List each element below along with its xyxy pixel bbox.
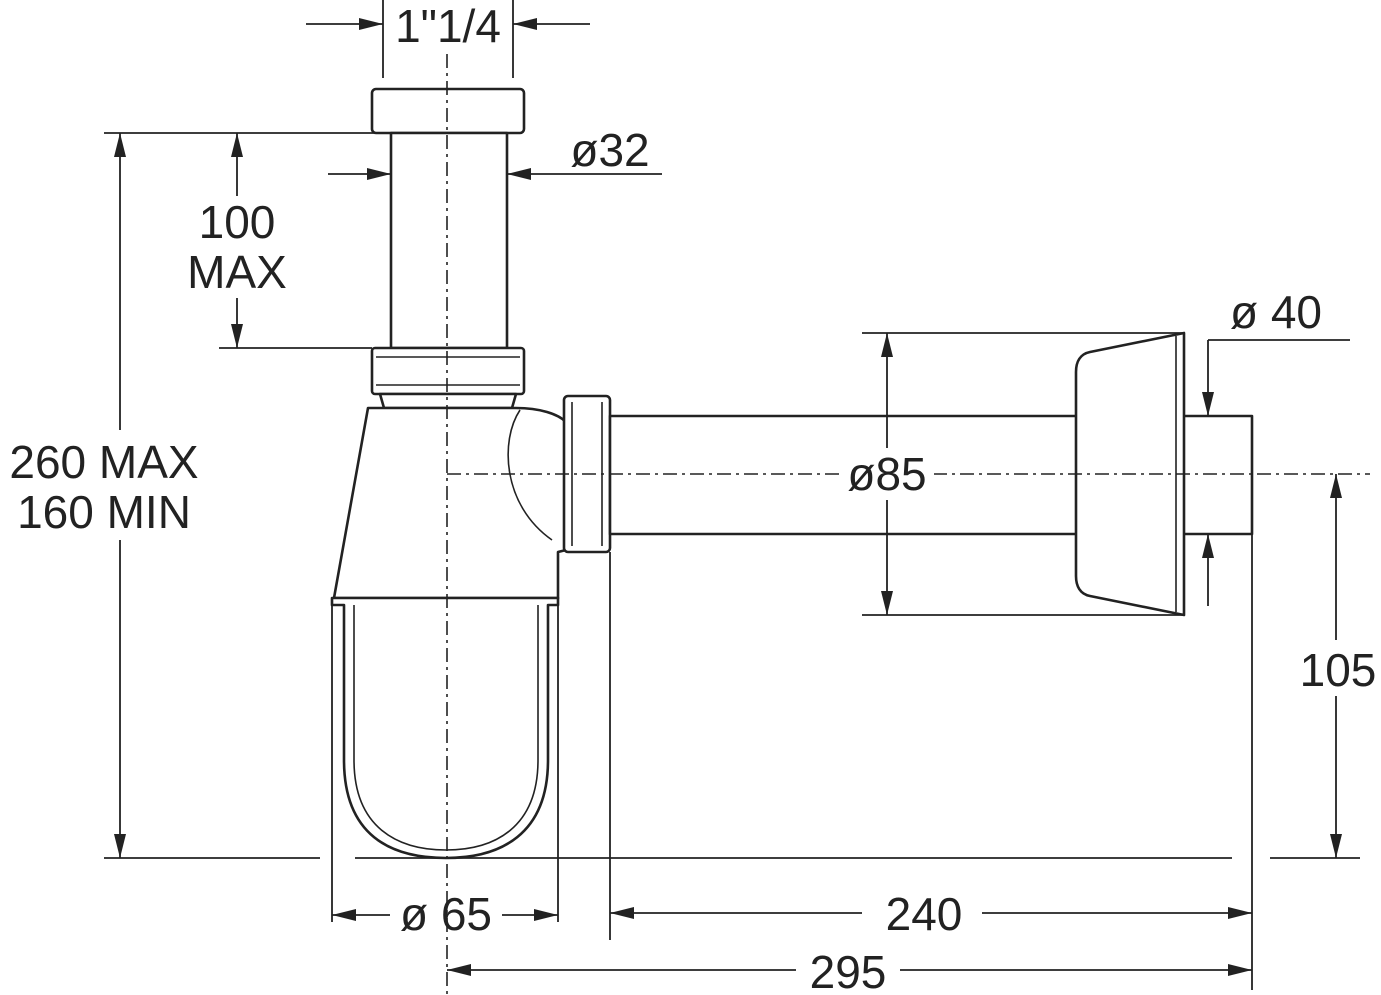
label-total-height-min: 160 MIN (17, 486, 191, 538)
label-outlet-diameter: ø 40 (1230, 286, 1322, 338)
label-total-height-max: 260 MAX (9, 436, 198, 488)
label-riser-height-note: MAX (187, 246, 287, 298)
label-overall-length: 295 (810, 946, 887, 995)
label-tube-diameter: ø32 (570, 124, 649, 176)
dim-total-height: 260 MAX 160 MIN (9, 133, 320, 859)
dim-pipe-length: 240 (609, 534, 1253, 990)
label-outlet-height: 105 (1300, 644, 1377, 696)
dim-riser-height: 100 MAX (104, 132, 391, 349)
label-thread: 1"1/4 (395, 0, 501, 52)
label-pipe-length: 240 (886, 888, 963, 940)
label-bottle-diameter: ø 65 (400, 888, 492, 940)
bottle-cup (330, 596, 560, 860)
label-riser-height-value: 100 (199, 196, 276, 248)
dim-bottle-diameter: ø 65 (331, 605, 559, 940)
dim-outlet-diameter: ø 40 (1202, 286, 1350, 606)
lower-nut (370, 346, 526, 396)
dim-outlet-height: 105 (1270, 474, 1377, 859)
dim-rosette-diameter: ø85 (842, 332, 1184, 616)
dim-tube-diameter: ø32 (328, 124, 662, 180)
dim-overall-length: 295 (447, 946, 1252, 995)
riser-tube (389, 131, 509, 350)
dim-thread: 1"1/4 (306, 0, 590, 78)
nut-ring (378, 392, 518, 410)
label-rosette-diameter: ø85 (847, 448, 926, 500)
top-cap (370, 87, 526, 135)
bottle-body (332, 406, 568, 600)
